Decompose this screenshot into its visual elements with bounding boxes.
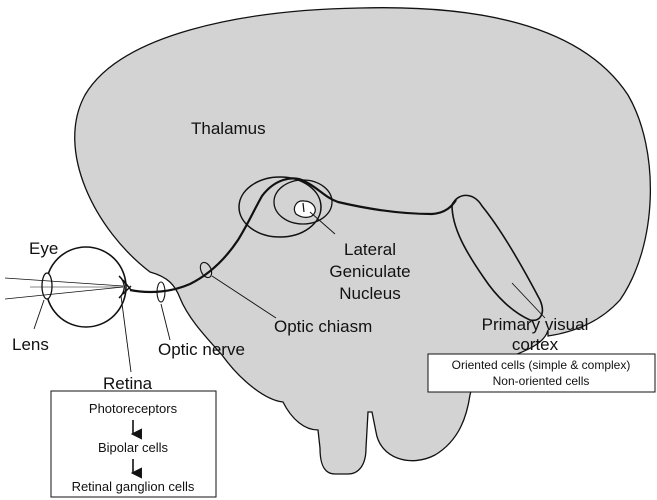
eye bbox=[5, 247, 131, 327]
retina-box-item: Photoreceptors bbox=[89, 401, 178, 416]
lgn-shape bbox=[294, 201, 315, 217]
retina-box-item: Retinal ganglion cells bbox=[72, 479, 195, 494]
optic-nerve-label: Optic nerve bbox=[158, 340, 245, 359]
cortex-box-item: Non-oriented cells bbox=[493, 374, 590, 388]
eye-label: Eye bbox=[29, 239, 58, 258]
optic-nerve-leader-line bbox=[161, 304, 170, 340]
cortex-cells-box: Oriented cells (simple & complex) Non-or… bbox=[428, 354, 655, 392]
lgn-label-line1: Lateral bbox=[344, 240, 396, 259]
retina-leader-line bbox=[121, 296, 131, 372]
cortex-box-item: Oriented cells (simple & complex) bbox=[452, 358, 631, 372]
lgn-label-line2: Geniculate bbox=[329, 262, 410, 281]
thalamus-label: Thalamus bbox=[191, 119, 266, 138]
lens-leader-line bbox=[34, 300, 44, 329]
v1-label-line2: cortex bbox=[512, 335, 559, 354]
retina-label: Retina bbox=[103, 374, 153, 393]
v1-label-line1: Primary visual bbox=[482, 315, 589, 334]
retina-box-item: Bipolar cells bbox=[98, 440, 169, 455]
optic-chiasm-label: Optic chiasm bbox=[274, 317, 372, 336]
lens-label: Lens bbox=[12, 335, 49, 354]
lgn-label-line3: Nucleus bbox=[339, 284, 400, 303]
retina-cells-box: Photoreceptors Bipolar cells Retinal gan… bbox=[51, 391, 216, 497]
